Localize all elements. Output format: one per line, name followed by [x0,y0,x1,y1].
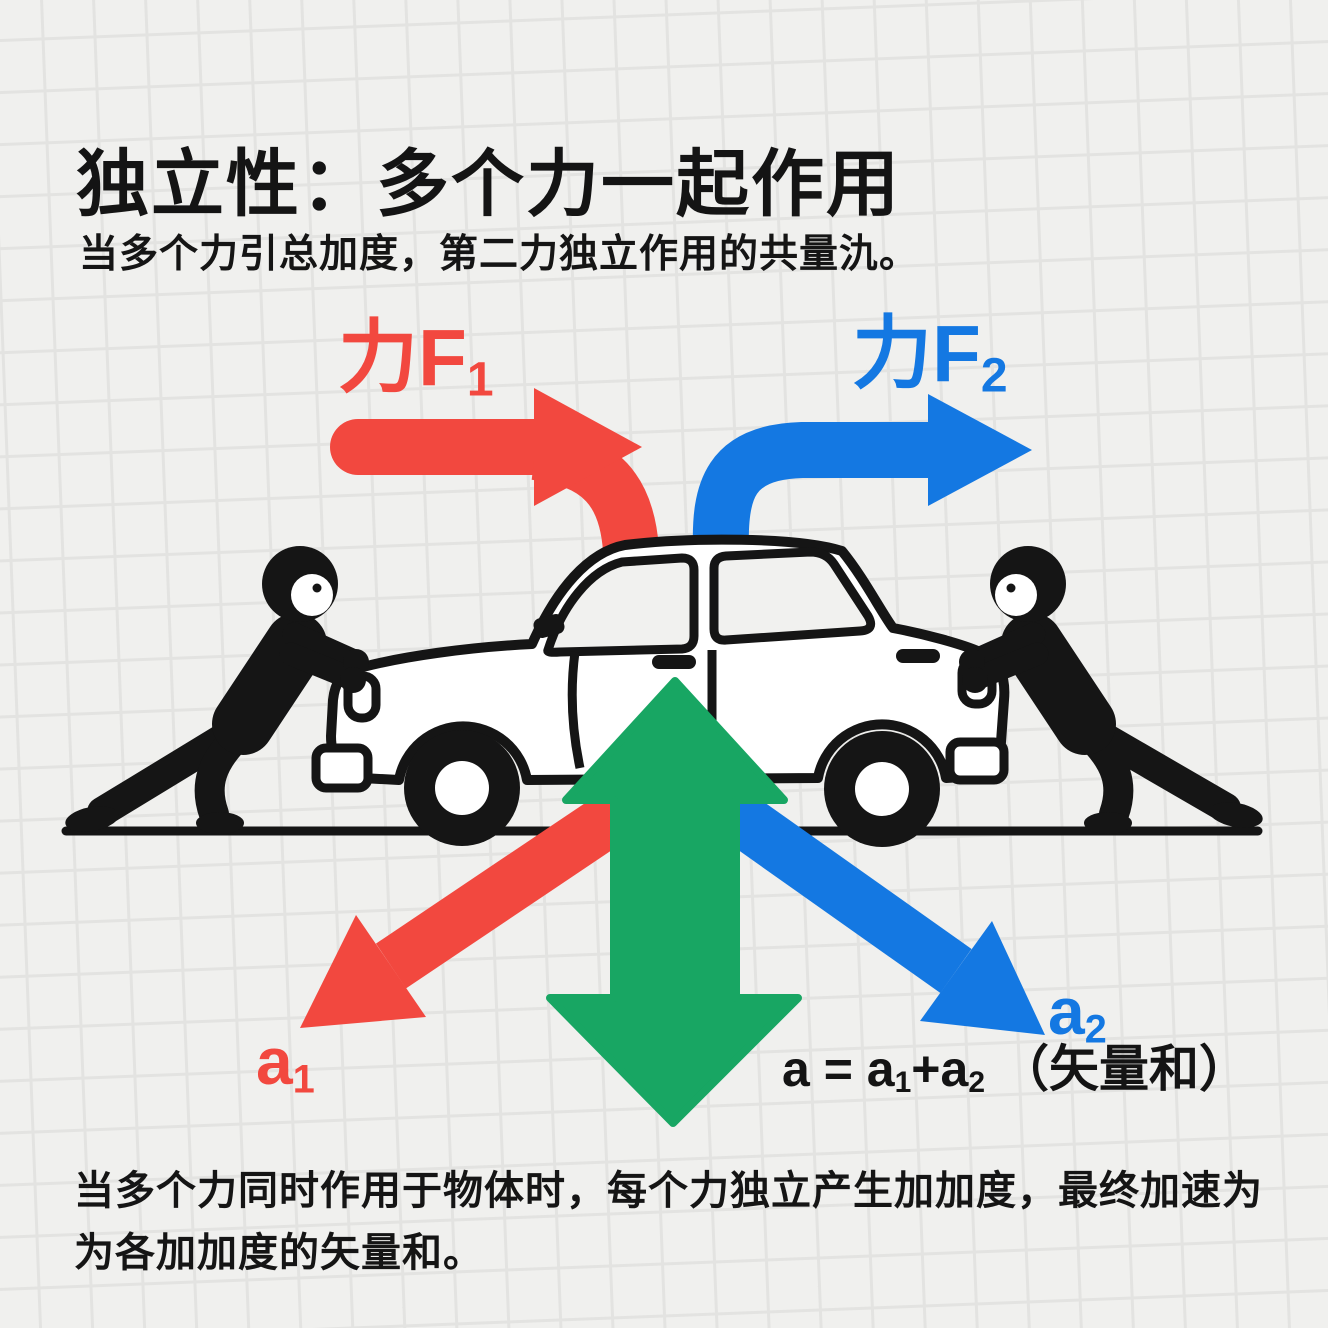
car-door-line-front [567,651,585,769]
left-front-foot [196,812,244,834]
left-hand-2 [340,667,366,693]
accel-a1-arrow [300,773,660,1028]
net-acceleration-formula: a = a1+a2（矢量和） [782,1041,1249,1099]
left-face [291,574,333,616]
page-title: 独立性：多个力一起作用 [76,143,901,225]
green-net-accel-arrow [546,677,802,1127]
accel-a1-label: a1 [256,1024,315,1102]
force-f2-label: 力F2 [852,309,1008,403]
accel-a2-arrow [687,769,1045,1035]
car-rear-bumper [945,737,1009,785]
force-f1-label: 力F1 [338,313,494,407]
right-hand-2 [962,667,988,693]
car-front-window [543,553,699,657]
car-front-bumper [311,743,373,793]
right-face [995,574,1037,616]
page-subtitle: 当多个力引总加度，第二力独立作用的共量氿。 [79,233,920,276]
left-rear-foot [65,806,119,832]
pusher-left [65,546,369,834]
car-rear-wheel [824,731,940,847]
car-side-mirror [533,614,565,638]
right-eye [1006,583,1016,593]
car-door-handle-rear [896,649,940,663]
footer-line-2: 为各加加度的矢量和。 [74,1231,484,1275]
force-f2-arrow [692,394,1032,551]
left-eye [312,583,322,593]
right-front-foot [1084,812,1132,834]
car-front-wheel [404,730,520,846]
accel-a2-label: a2 [1048,974,1107,1052]
right-rear-foot [1209,802,1263,828]
footer-line-1: 当多个力同时作用于物体时，每个力独立产生加加度，最终加速为 [74,1169,1263,1213]
car-rear-window [709,547,876,645]
footer-explanation: 当多个力同时作用于物体时，每个力独立产生加加度，最终加速为 为各加加度的矢量和。 [74,1160,1274,1284]
car-door-handle-front [652,655,696,669]
pusher-right [959,546,1263,834]
car [311,534,1010,847]
force-f1-arrow [330,388,659,553]
